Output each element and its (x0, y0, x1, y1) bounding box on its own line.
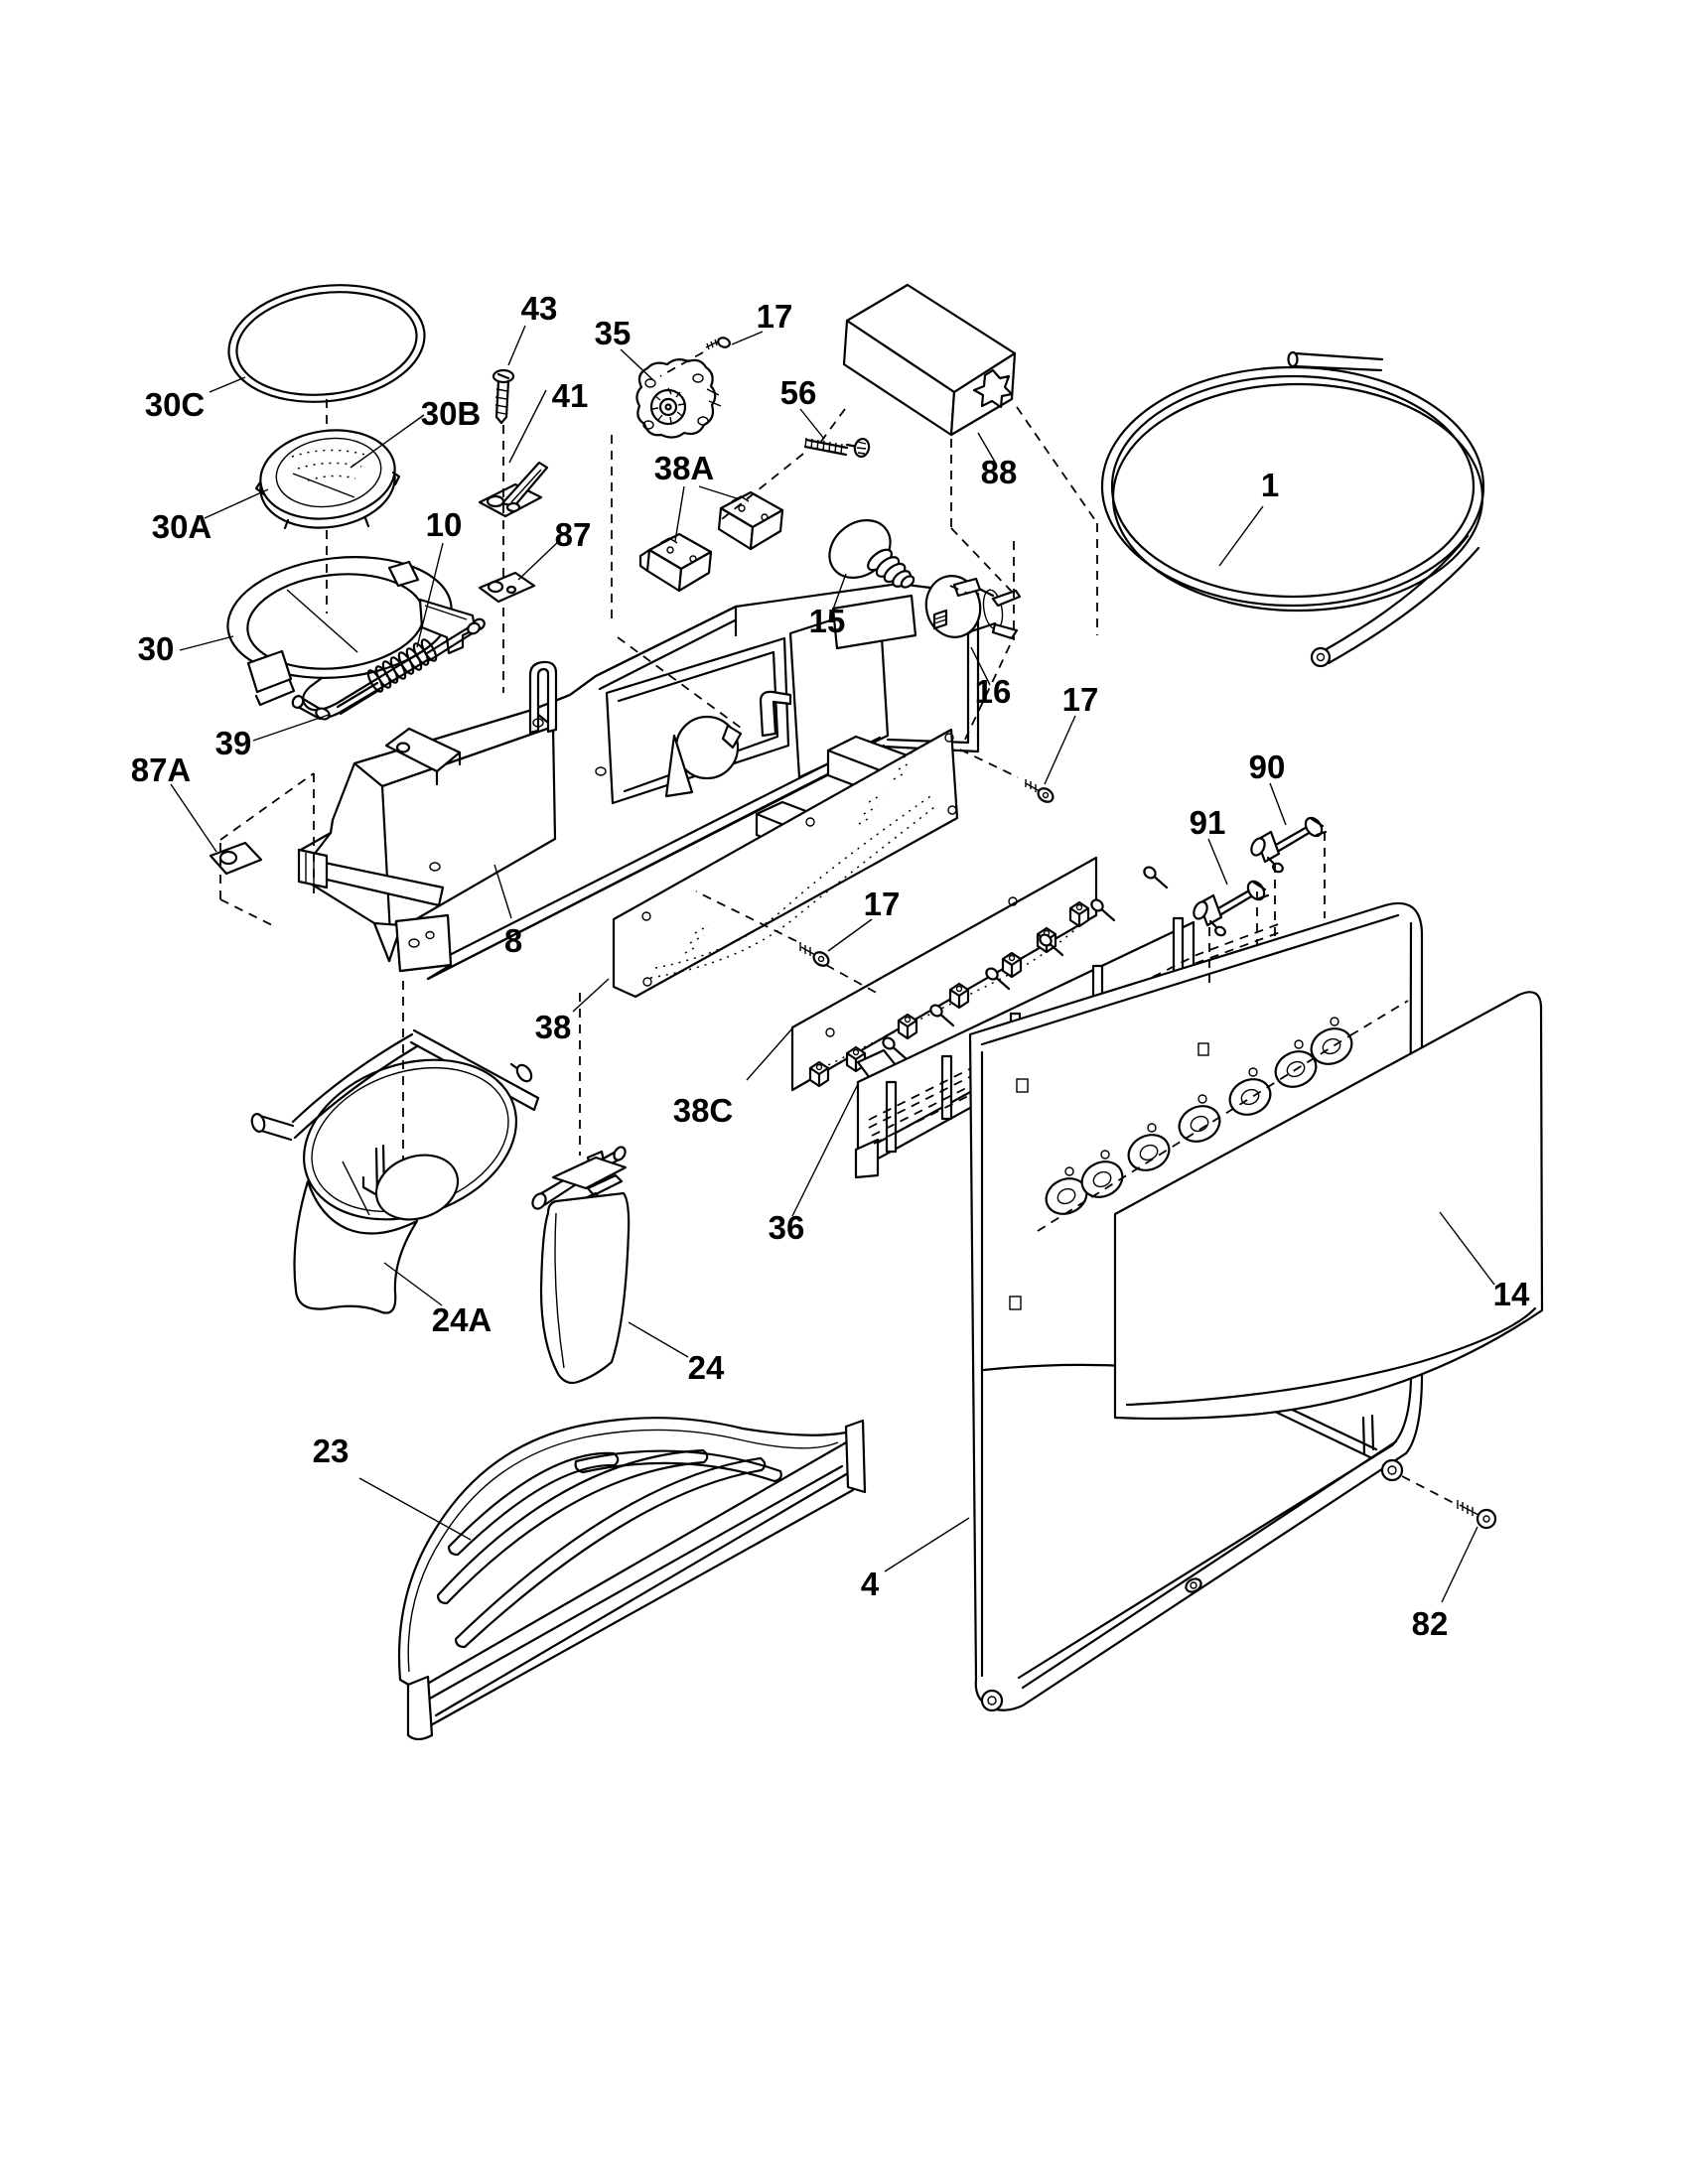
svg-text:30A: 30A (152, 508, 212, 545)
svg-text:24A: 24A (432, 1301, 492, 1338)
svg-text:88: 88 (981, 454, 1018, 490)
svg-text:56: 56 (780, 374, 817, 411)
svg-text:30C: 30C (145, 386, 206, 423)
svg-text:90: 90 (1249, 749, 1286, 785)
svg-text:17: 17 (1062, 681, 1099, 718)
svg-text:41: 41 (552, 377, 589, 414)
svg-text:87A: 87A (131, 751, 192, 788)
svg-text:30: 30 (138, 630, 175, 667)
svg-text:38A: 38A (654, 450, 715, 486)
svg-text:17: 17 (864, 886, 901, 922)
svg-text:38C: 38C (673, 1092, 734, 1129)
svg-text:82: 82 (1412, 1605, 1449, 1642)
svg-text:38: 38 (535, 1009, 572, 1045)
svg-text:36: 36 (769, 1209, 805, 1246)
svg-text:1: 1 (1261, 467, 1279, 503)
svg-text:24: 24 (688, 1349, 725, 1386)
svg-text:43: 43 (521, 290, 558, 327)
svg-text:87: 87 (555, 516, 592, 553)
svg-text:17: 17 (757, 298, 793, 335)
svg-text:39: 39 (215, 725, 252, 761)
svg-text:4: 4 (861, 1566, 880, 1602)
svg-text:30B: 30B (421, 395, 482, 432)
svg-text:15: 15 (809, 603, 846, 639)
svg-text:23: 23 (313, 1433, 350, 1469)
svg-text:14: 14 (1493, 1276, 1530, 1312)
svg-text:8: 8 (504, 922, 522, 959)
svg-text:16: 16 (975, 673, 1012, 710)
svg-text:35: 35 (595, 315, 632, 351)
svg-text:10: 10 (426, 506, 463, 543)
svg-text:91: 91 (1190, 804, 1226, 841)
